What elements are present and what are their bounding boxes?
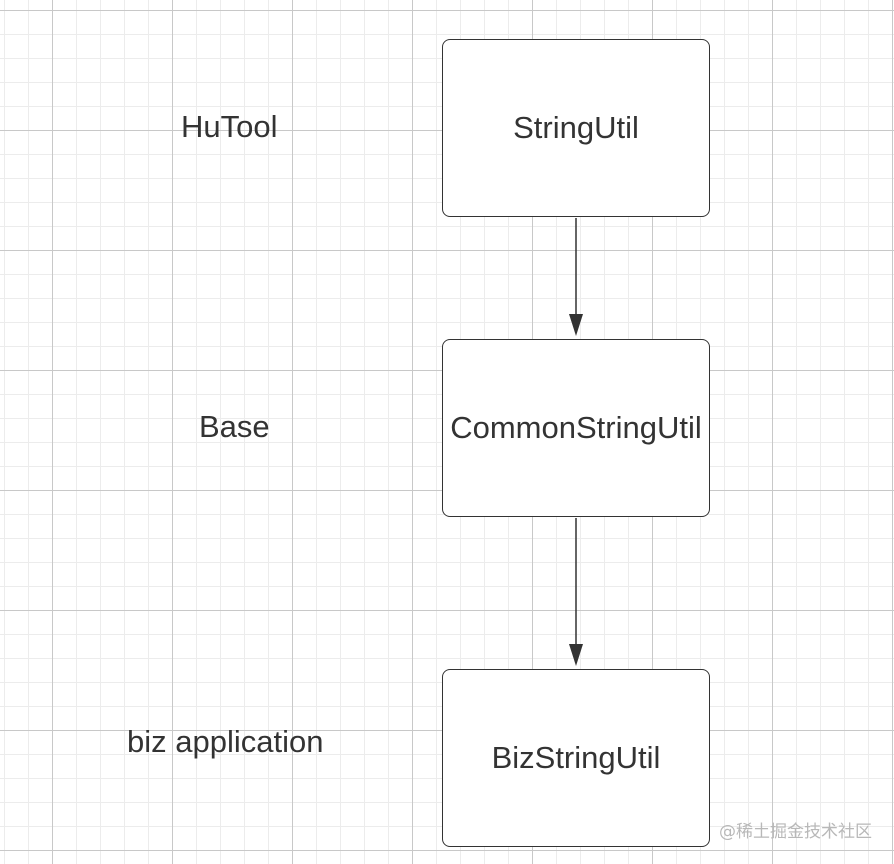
node-biz-string-util[interactable]: BizStringUtil — [442, 669, 710, 847]
arrowhead-icon — [569, 314, 583, 336]
arrowhead-icon — [569, 644, 583, 666]
node-string-util-label: StringUtil — [513, 110, 639, 145]
layer-label-base: Base — [199, 409, 270, 444]
layer-label-biz-application: biz application — [127, 724, 324, 759]
node-string-util[interactable]: StringUtil — [442, 39, 710, 217]
node-common-string-util[interactable]: CommonStringUtil — [442, 339, 710, 517]
watermark-text: @稀土掘金技术社区 — [719, 822, 872, 842]
connector-stringutil-to-commonstringutil — [569, 218, 583, 336]
node-common-string-util-label: CommonStringUtil — [450, 410, 702, 445]
layer-label-hutool: HuTool — [181, 109, 278, 144]
connector-commonstringutil-to-bizstringutil — [569, 518, 583, 666]
node-biz-string-util-label: BizStringUtil — [491, 740, 661, 775]
